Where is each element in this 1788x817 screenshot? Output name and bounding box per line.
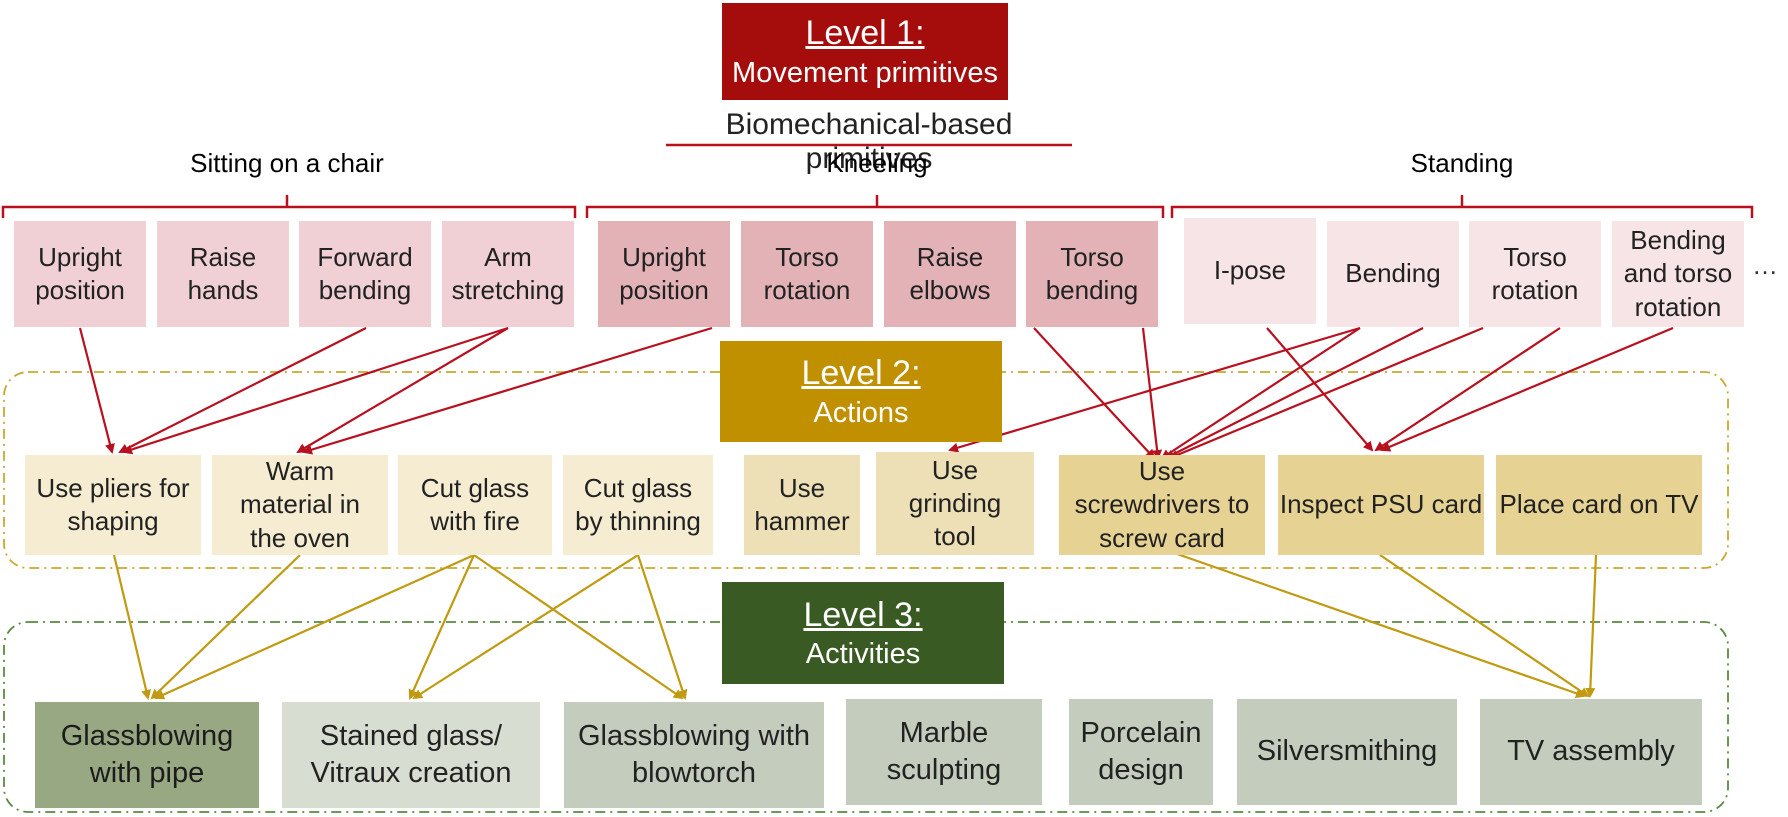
action-place-card-on-tv: Place card on TV <box>1496 455 1702 555</box>
level-3-header: Level 3: Activities <box>722 582 1004 684</box>
level-1-subtitle: Movement primitives <box>732 56 998 89</box>
activity-tv-assembly: TV assembly <box>1480 699 1702 805</box>
action-use-screwdrivers-to-screw-card: Use screwdrivers to screw card <box>1059 455 1265 555</box>
sitting-bracket <box>1 195 577 218</box>
primitive-standing-bending: Bending <box>1327 221 1459 327</box>
primitives-heading: Biomechanical-based primitives <box>725 108 1013 175</box>
level-3-subtitle: Activities <box>805 638 921 671</box>
posture-standing-label: Standing <box>1410 148 1514 178</box>
posture-kneeling-label: Kneeling <box>826 148 928 178</box>
more-primitives-ellipsis: … <box>1752 250 1778 280</box>
level-2-header: Level 2: Actions <box>720 341 1002 442</box>
action-inspect-psu-card: Inspect PSU card <box>1278 455 1484 555</box>
primitive-standing-bending-and-torso-rotation: Bending and torso rotation <box>1612 221 1744 327</box>
primitive-standing-i-pose: I-pose <box>1184 218 1316 324</box>
primitive-sitting-upright-position: Upright position <box>14 221 146 327</box>
activity-glassblowing-with-blowtorch: Glassblowing with blowtorch <box>564 702 824 808</box>
primitive-sitting-raise-hands: Raise hands <box>157 221 289 327</box>
activity-silversmithing: Silversmithing <box>1237 699 1457 805</box>
primitive-sitting-arm-stretching: Arm stretching <box>442 221 574 327</box>
primitive-kneeling-torso-rotation: Torso rotation <box>741 221 873 327</box>
level-3-title: Level 3: <box>803 595 923 634</box>
activity-porcelain-design: Porcelain design <box>1069 699 1213 805</box>
standing-bracket <box>1170 195 1754 218</box>
action-use-pliers-for-shaping: Use pliers for shaping <box>25 455 201 555</box>
level-2-subtitle: Actions <box>813 396 909 429</box>
action-warm-material-in-the-oven: Warm material in the oven <box>212 455 388 555</box>
primitive-sitting-forward-bending: Forward bending <box>299 221 431 327</box>
level-1-header: Level 1: Movement primitives <box>722 3 1008 100</box>
level-1-title: Level 1: <box>805 14 925 53</box>
action-cut-glass-by-thinning: Cut glass by thinning <box>563 455 713 555</box>
action-use-hammer: Use hammer <box>744 455 860 555</box>
action-cut-glass-with-fire: Cut glass with fire <box>398 455 552 555</box>
posture-sitting-label: Sitting on a chair <box>190 148 384 178</box>
primitive-kneeling-upright-position: Upright position <box>598 221 730 327</box>
primitive-kneeling-torso-bending: Torso bending <box>1026 221 1158 327</box>
primitive-standing-torso-rotation: Torso rotation <box>1469 221 1601 327</box>
action-use-grinding-tool: Use grinding tool <box>876 452 1034 555</box>
activity-marble-sculpting: Marble sculpting <box>846 699 1042 805</box>
activity-stained-glass-vitraux-creation: Stained glass/ Vitraux creation <box>282 702 540 808</box>
level-2-title: Level 2: <box>801 354 921 393</box>
kneeling-bracket <box>585 195 1165 218</box>
activity-glassblowing-with-pipe: Glassblowing with pipe <box>35 702 259 808</box>
primitive-kneeling-raise-elbows: Raise elbows <box>884 221 1016 327</box>
